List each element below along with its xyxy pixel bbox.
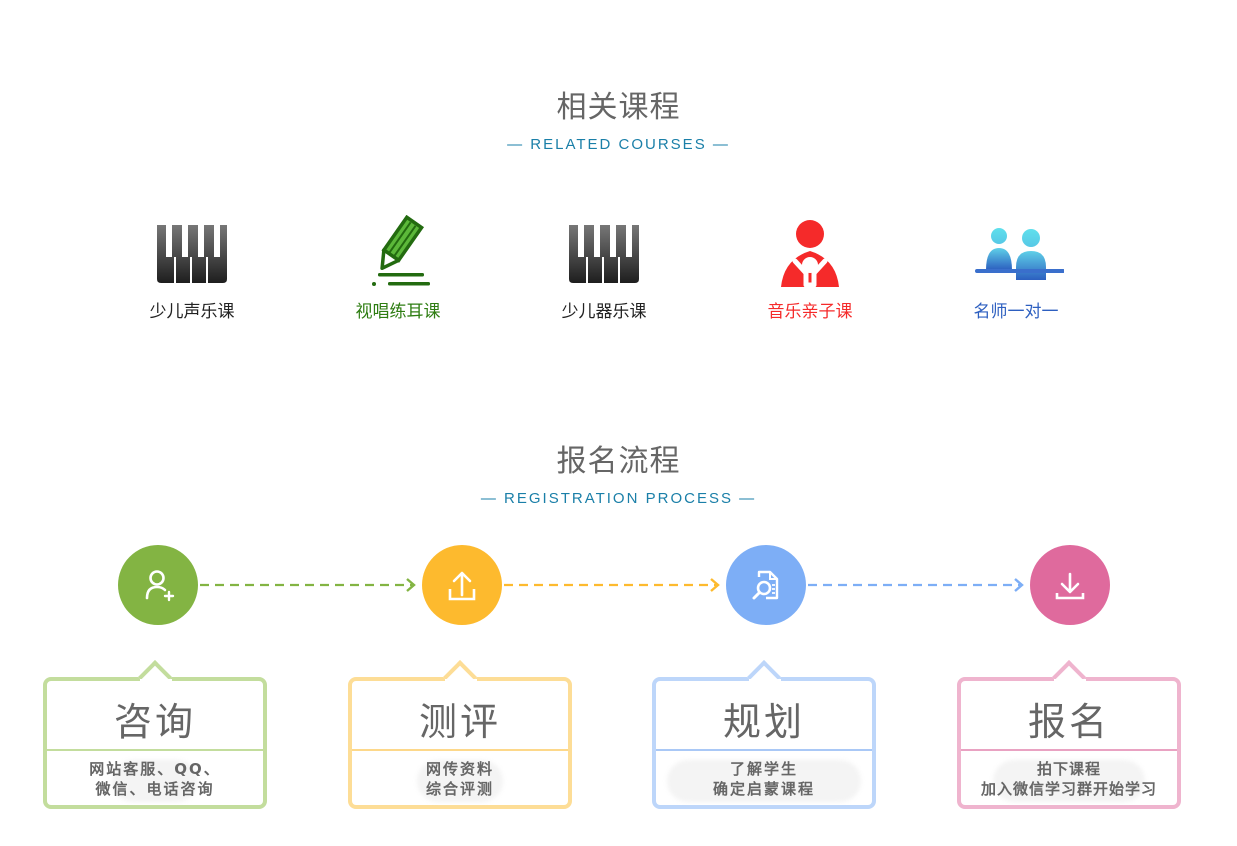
piano-keys-icon [569,225,639,283]
course-item-one-on-one[interactable]: 名师一对一 [936,215,1096,322]
card-divider [656,749,872,751]
step-title: 报名 [1027,700,1110,744]
pencil-icon [372,215,430,286]
arrow-connector [200,578,416,592]
step-card-assess[interactable]: 测评 网传资料 综合评测 [348,660,572,809]
step-title: 测评 [418,700,501,744]
course-label: 音乐亲子课 [767,302,853,322]
registration-subtitle: — REGISTRATION PROCESS — [480,490,757,507]
related-courses-title: 相关课程 [556,90,681,125]
step-card-consult[interactable]: 咨询 网站客服、QQ、 微信、电话咨询 [43,660,267,809]
step-circle-assess[interactable] [422,545,502,625]
step-description: 了解学生 确定启蒙课程 [656,759,872,799]
step-desc-line: 拍下课程 [1036,760,1101,778]
card-divider [961,749,1177,751]
teacher-student-icon [975,228,1064,280]
arrow-connector [808,578,1024,592]
step-description: 网站客服、QQ、 微信、电话咨询 [47,759,263,799]
parent-child-icon [781,220,839,287]
course-label: 名师一对一 [973,302,1059,322]
step-desc-line: 确定启蒙课程 [712,780,815,798]
course-label: 少儿声乐课 [149,302,235,322]
step-desc-line: 网传资料 [425,760,494,778]
download-icon [1055,572,1085,600]
card-pointer [443,660,477,694]
course-item-ear-training[interactable]: 视唱练耳课 [318,215,478,322]
step-card-plan[interactable]: 规划 了解学生 确定启蒙课程 [652,660,876,809]
registration-process: 咨询 网站客服、QQ、 微信、电话咨询 测评 网传资料 综合评测 规划 了解学生… [0,540,1237,840]
card-divider [352,749,568,751]
step-title: 咨询 [113,700,196,744]
step-desc-line: 综合评测 [425,780,494,798]
step-description: 网传资料 综合评测 [352,759,568,799]
step-circle-enroll[interactable] [1030,545,1110,625]
step-card-enroll[interactable]: 报名 拍下课程 加入微信学习群开始学习 [957,660,1181,809]
course-label: 少儿器乐课 [561,302,647,322]
step-title: 规划 [722,700,805,744]
course-label: 视唱练耳课 [355,302,441,322]
course-item-parent-child[interactable]: 音乐亲子课 [730,215,890,322]
card-pointer [747,660,781,694]
upload-icon [448,571,476,601]
course-item-vocal[interactable]: 少儿声乐课 [112,215,272,322]
related-courses-subtitle: — RELATED COURSES — [507,136,730,153]
step-circle-plan[interactable] [726,545,806,625]
arrow-connector [504,578,720,592]
registration-title: 报名流程 [556,444,681,479]
add-user-icon [145,570,175,602]
step-desc-line: 加入微信学习群开始学习 [980,780,1157,798]
card-pointer [138,660,172,694]
document-search-icon [752,570,779,600]
step-desc-line: 微信、电话咨询 [95,780,215,798]
course-list: 少儿声乐课 视唱练耳课 少儿器乐课 [0,215,1237,325]
step-desc-line: 网站客服、QQ、 [89,760,221,778]
card-pointer [1052,660,1086,694]
piano-keys-icon [157,225,227,283]
card-divider [47,749,263,751]
step-circle-consult[interactable] [118,545,198,625]
step-desc-line: 了解学生 [729,760,798,778]
course-item-instrument[interactable]: 少儿器乐课 [524,215,684,322]
step-description: 拍下课程 加入微信学习群开始学习 [961,759,1177,799]
